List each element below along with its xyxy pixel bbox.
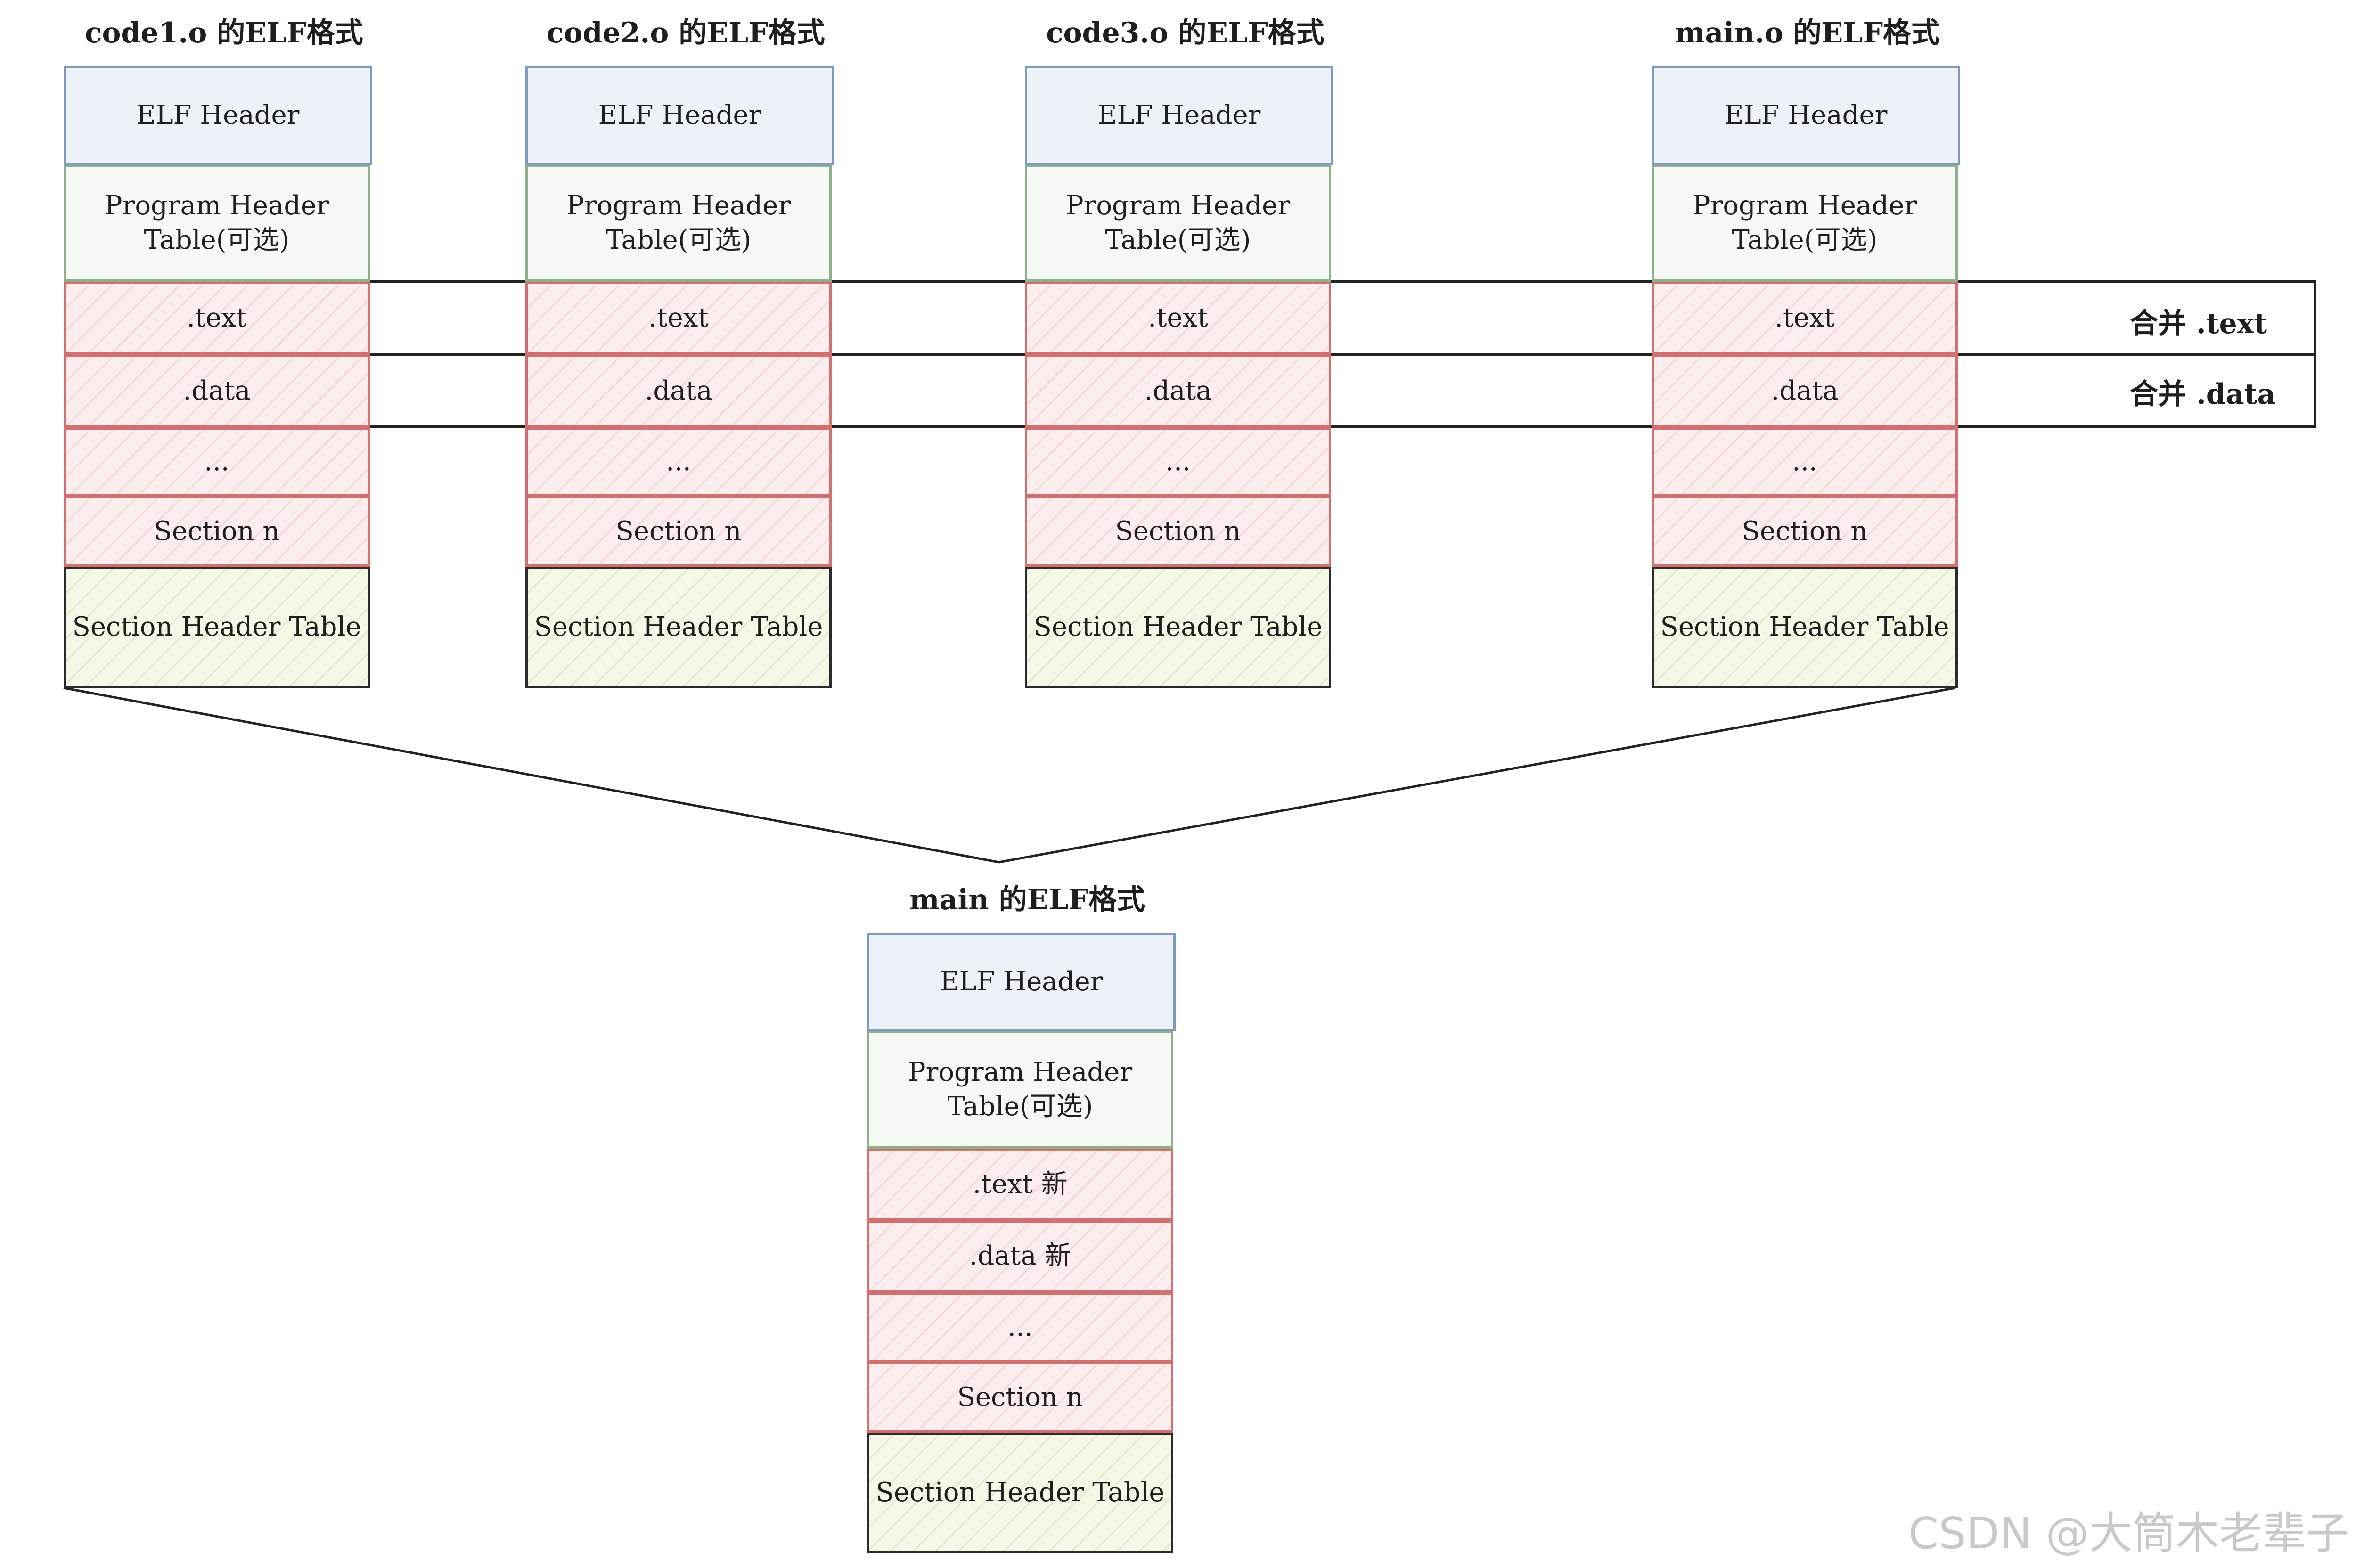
watermark: CSDN @大筒木老辈子 [1908, 1508, 2349, 1559]
text-section-block: .text [64, 282, 370, 355]
ellipsis-section-block: ... [867, 1292, 1173, 1362]
column-title: code3.o 的ELF格式 [1046, 16, 1325, 49]
elf-header-block: ELF Header [525, 66, 834, 165]
connector-main-o [998, 686, 1956, 864]
program-header-table-block: Program Header Table(可选) [64, 165, 370, 282]
section-header-table-block: Section Header Table [1652, 567, 1958, 688]
program-header-table-block: Program Header Table(可选) [1025, 165, 1331, 282]
section-header-table-block: Section Header Table [867, 1433, 1173, 1553]
elf-header-block: ELF Header [1025, 66, 1333, 165]
merged-data-section-block: .data 新 [867, 1220, 1173, 1292]
data-section-block: .data [1652, 355, 1958, 428]
section-n-block: Section n [64, 496, 370, 567]
section-n-block: Section n [1652, 496, 1958, 567]
ellipsis-section-block: ... [1025, 428, 1331, 496]
text-section-block: .text [1652, 282, 1958, 355]
merge-data-label: 合并 .data [2130, 378, 2276, 411]
program-header-table-block: Program Header Table(可选) [867, 1031, 1173, 1149]
data-section-block: .data [1025, 355, 1331, 428]
elf-header-block: ELF Header [867, 933, 1176, 1031]
section-header-table-block: Section Header Table [1025, 567, 1331, 688]
ellipsis-section-block: ... [64, 428, 370, 496]
section-n-block: Section n [525, 496, 832, 567]
ellipsis-section-block: ... [1652, 428, 1958, 496]
connector-code1 [63, 686, 999, 864]
merged-text-section-block: .text 新 [867, 1149, 1173, 1220]
text-section-block: .text [525, 282, 832, 355]
section-n-block: Section n [867, 1362, 1173, 1433]
ellipsis-section-block: ... [525, 428, 832, 496]
elf-header-block: ELF Header [64, 66, 372, 165]
section-header-table-block: Section Header Table [64, 567, 370, 688]
column-title: code1.o 的ELF格式 [85, 16, 363, 49]
section-n-block: Section n [1025, 496, 1331, 567]
program-header-table-block: Program Header Table(可选) [525, 165, 832, 282]
data-section-block: .data [64, 355, 370, 428]
program-header-table-block: Program Header Table(可选) [1652, 165, 1958, 282]
merge-text-label: 合并 .text [2130, 307, 2267, 340]
column-title: main.o 的ELF格式 [1675, 16, 1940, 49]
column-title: code2.o 的ELF格式 [547, 16, 825, 49]
section-header-table-block: Section Header Table [525, 567, 832, 688]
data-section-block: .data [525, 355, 832, 428]
elf-header-block: ELF Header [1652, 66, 1960, 165]
text-section-block: .text [1025, 282, 1331, 355]
column-title: main 的ELF格式 [909, 883, 1145, 916]
